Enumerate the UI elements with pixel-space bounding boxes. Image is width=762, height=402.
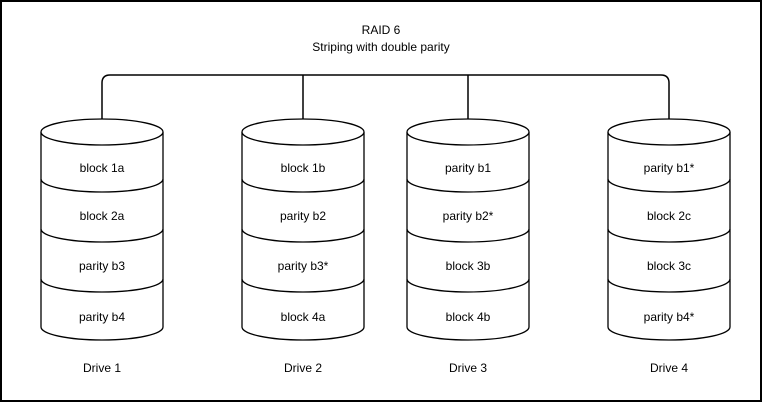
cylinder-body [40, 132, 164, 341]
cylinder-body [406, 132, 530, 341]
drive-2-block-3: parity b3* [277, 259, 329, 273]
drive-1-block-3: parity b3 [78, 259, 126, 273]
drive-3-label: Drive 3 [448, 361, 487, 375]
drive-4: parity b1* block 2c block 3c parity b4* [607, 117, 731, 343]
cylinder-body [241, 132, 365, 341]
drive-4-block-1: parity b1* [643, 161, 695, 175]
drive-2-cylinder [241, 118, 365, 341]
cylinder-top [241, 118, 365, 146]
drive-4-block-3: block 3c [646, 259, 692, 273]
cylinder-dividers [607, 178, 731, 293]
drive-4-label: Drive 4 [649, 361, 688, 375]
cylinder-top [406, 118, 530, 146]
drive-1-label: Drive 1 [82, 361, 121, 375]
title-line: RAID 6 [361, 23, 401, 37]
subtitle-line: Striping with double parity [312, 40, 450, 54]
drive-1-block-2: block 2a [79, 209, 125, 223]
drive-3-cylinder [406, 118, 530, 341]
drive-2-block-2: parity b2 [279, 209, 327, 223]
drive-3-block-2: parity b2* [442, 209, 494, 223]
diagram-title: RAID 6 Striping with double parity [2, 22, 760, 56]
drive-1-block-4: parity b4 [78, 310, 126, 324]
drive-1-block-1: block 1a [79, 161, 125, 175]
drive-4-cylinder [607, 118, 731, 341]
cylinder-top [40, 118, 164, 146]
cylinder-dividers [40, 178, 164, 293]
drive-2-block-4: block 4a [280, 310, 326, 324]
cylinder-body [607, 132, 731, 341]
drive-3-block-1: parity b1 [444, 161, 492, 175]
drive-3-block-3: block 3b [445, 259, 491, 273]
cylinder-dividers [406, 178, 530, 293]
cylinder-dividers [241, 178, 365, 293]
drive-4-block-2: block 2c [646, 209, 692, 223]
drive-2-block-1: block 1b [280, 161, 326, 175]
cylinder-top [607, 118, 731, 146]
bus-line [101, 74, 670, 119]
drive-4-block-4: parity b4* [643, 310, 695, 324]
drive-1: block 1a block 2a parity b3 parity b4 [40, 117, 164, 343]
drive-2-label: Drive 2 [283, 361, 322, 375]
drive-3-block-4: block 4b [445, 310, 491, 324]
drive-2: block 1b parity b2 parity b3* block 4a [241, 117, 365, 343]
drive-1-cylinder [40, 118, 164, 341]
drive-3: parity b1 parity b2* block 3b block 4b [406, 117, 530, 343]
